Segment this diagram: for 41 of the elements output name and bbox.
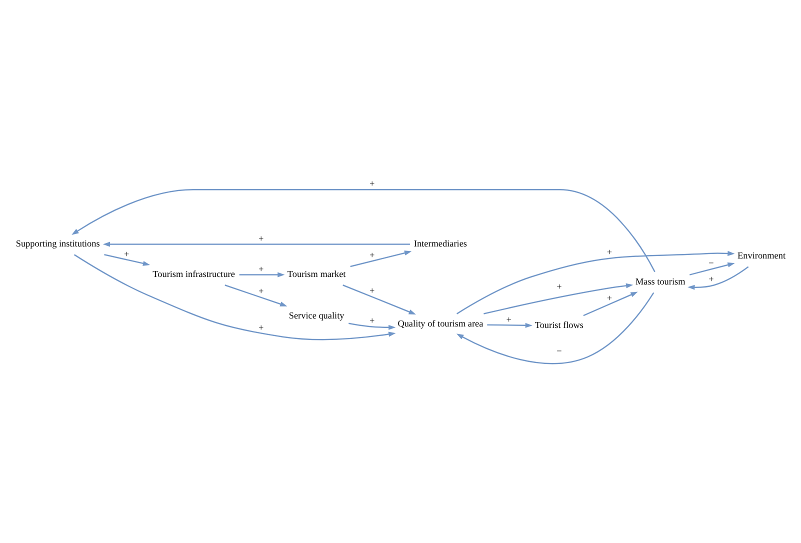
arrow [487,322,532,328]
edge-label: + [606,247,612,258]
node-text: Supporting institutions [16,238,100,248]
edge-label: + [556,282,562,292]
node-text: Tourism market [287,268,346,279]
edge-label: + [369,178,375,189]
arrow [72,189,656,272]
arrow [689,262,735,276]
arrow [484,283,634,314]
arrow [74,254,396,340]
arrow [342,284,416,315]
node-text: Quality of tourism area [398,318,484,328]
arrow [104,254,150,266]
node-text: Service quality [288,310,344,320]
edge-label: + [708,274,714,284]
edge-label: − [556,346,562,356]
arrow [456,250,735,314]
edge-label: + [369,315,375,326]
edge-label: + [258,286,264,296]
edge-label: + [258,233,264,244]
edge-label: + [124,248,130,259]
arrow [102,242,410,247]
arrow [348,322,396,330]
node-text: Tourist flows [534,320,584,330]
arrow [688,266,749,290]
node-text: Intermediaries [414,238,467,248]
edge-label: + [258,322,264,332]
edge-label: − [708,258,714,268]
arrow [224,284,288,306]
node-text: Tourism infrastructure [152,268,235,279]
edge-label: + [506,314,512,324]
edge-label: + [258,264,264,274]
edge-label: + [369,250,375,260]
edge-label: + [606,293,612,304]
node-text: Environment [738,250,786,261]
arrow [239,272,285,278]
arrow [456,292,654,364]
node-text: Mass tourism [635,276,686,286]
arrow [583,292,638,316]
arrow [350,250,412,268]
edge-label: + [369,286,375,296]
